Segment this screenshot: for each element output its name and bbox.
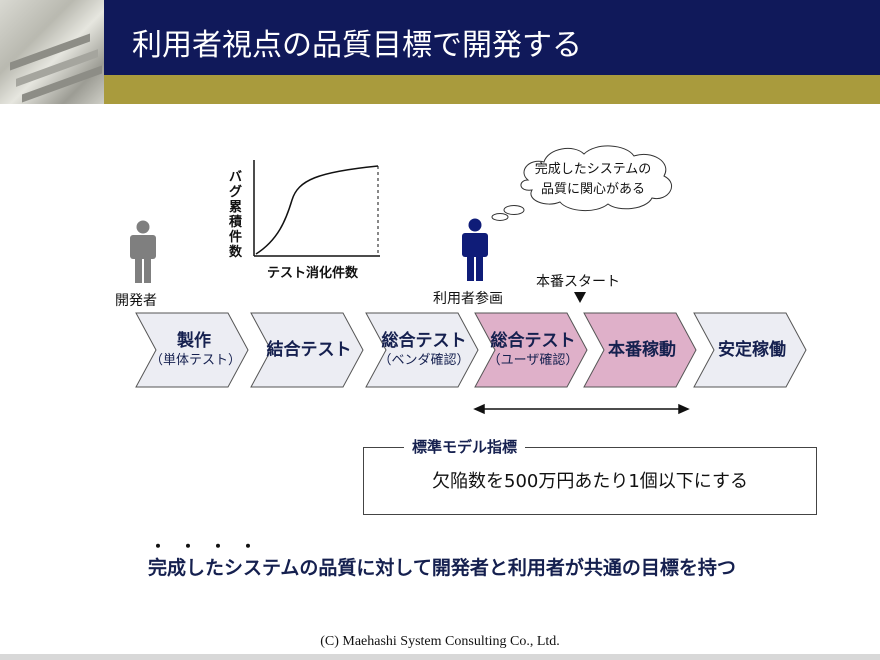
step-1-title: 製作 — [177, 331, 211, 351]
step-6: 安定稼働 — [708, 313, 796, 387]
step-2-title: 結合テスト — [266, 340, 352, 360]
graph-y-axis-label: バグ累積件数 — [229, 170, 243, 260]
step-3: 総合テスト （ベンダ確認） — [378, 313, 470, 387]
go-live-marker-icon — [574, 292, 586, 303]
cloud-line-1: 完成したシステムの — [534, 162, 652, 177]
step-1-subtitle: （単体テスト） — [150, 353, 242, 368]
user-person-icon — [462, 218, 488, 281]
step-shape-4 — [474, 312, 588, 388]
cloud-text: 完成したシステムの 品質に関心がある — [528, 160, 658, 200]
developer-person-icon — [130, 220, 156, 283]
bug-growth-curve — [253, 160, 380, 257]
go-live-start-label: 本番スタート — [536, 274, 620, 290]
step-4-subtitle: （ユーザ確認） — [487, 353, 579, 368]
header-accent-bar — [104, 75, 880, 104]
step-1: 製作 （単体テスト） — [150, 313, 242, 387]
step-2: 結合テスト — [265, 313, 353, 387]
step-5: 本番稼動 — [598, 313, 686, 387]
footer-bar — [0, 654, 880, 660]
header-bar — [104, 0, 880, 75]
step-4-title: 総合テスト — [490, 331, 576, 351]
thought-cloud — [491, 145, 672, 221]
step-3-subtitle: （ベンダ確認） — [378, 353, 470, 368]
step-shape-3 — [365, 312, 479, 388]
footer-copyright: (C) Maehashi System Consulting Co., Ltd. — [320, 634, 560, 649]
developer-label: 開発者 — [115, 293, 157, 309]
page-title: 利用者視点の品質目標で開発する — [132, 28, 582, 63]
step-5-title: 本番稼動 — [608, 340, 676, 360]
step-3-title: 総合テスト — [381, 331, 467, 351]
cloud-line-2: 品質に関心がある — [540, 182, 645, 197]
summary-text: 完成したシステムの品質に対して開発者と利用者が共通の目標を持つ — [148, 557, 736, 579]
user-period-arrow — [473, 403, 690, 415]
step-shape-1 — [135, 312, 249, 388]
step-shape-2 — [250, 312, 364, 388]
standard-model-text: 欠陥数を500万円あたり1個以下にする — [432, 471, 748, 492]
step-shape-5 — [583, 312, 697, 388]
step-4: 総合テスト （ユーザ確認） — [486, 313, 580, 387]
step-6-title: 安定稼働 — [718, 340, 786, 360]
step-shape-6 — [693, 312, 807, 388]
standard-model-box — [363, 447, 817, 515]
user-participation-label: 利用者参画 — [433, 291, 503, 307]
header-photo — [0, 0, 104, 104]
standard-model-title: 標準モデル指標 — [404, 436, 526, 457]
emphasis-dots: ・・・・ — [150, 537, 271, 556]
graph-x-axis-label: テスト消化件数 — [267, 266, 359, 281]
